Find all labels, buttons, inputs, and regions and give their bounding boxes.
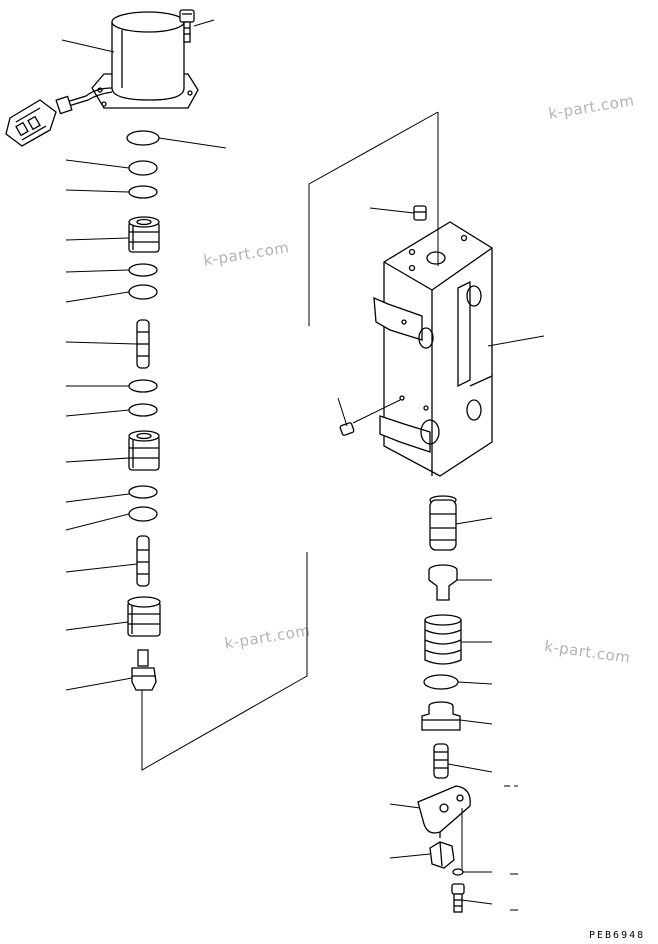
sleeve-part: [128, 430, 160, 471]
assembly-lines: [141, 111, 463, 870]
bracket-part: [417, 785, 471, 838]
o-ring: [128, 185, 158, 199]
o-ring: [423, 674, 459, 690]
o-ring: [126, 130, 160, 146]
plug-part: [421, 701, 461, 731]
o-ring: [128, 160, 158, 176]
spool-part: [136, 535, 150, 587]
plug-part: [127, 596, 161, 637]
spring-part: [424, 614, 462, 665]
o-ring: [128, 263, 158, 277]
o-ring: [128, 506, 158, 522]
bolt-part: [451, 883, 465, 913]
o-ring: [128, 403, 158, 417]
spool-part: [433, 743, 449, 779]
spool-part: [136, 319, 150, 369]
bolt-part: [179, 9, 195, 43]
o-ring: [128, 379, 158, 393]
drawing-code: PEB6948: [589, 930, 646, 941]
o-ring: [128, 284, 158, 300]
plug-part: [413, 205, 427, 221]
plug-part: [131, 649, 157, 691]
leader-lines: [61, 19, 545, 911]
retainer-part: [428, 564, 458, 601]
nut-part: [429, 841, 455, 869]
solenoid-part: [5, 11, 199, 147]
sleeve-part: [128, 216, 160, 253]
spool-part: [429, 495, 457, 551]
valve-body-part: [373, 221, 493, 477]
plug-part: [339, 422, 355, 436]
o-ring: [128, 485, 158, 499]
